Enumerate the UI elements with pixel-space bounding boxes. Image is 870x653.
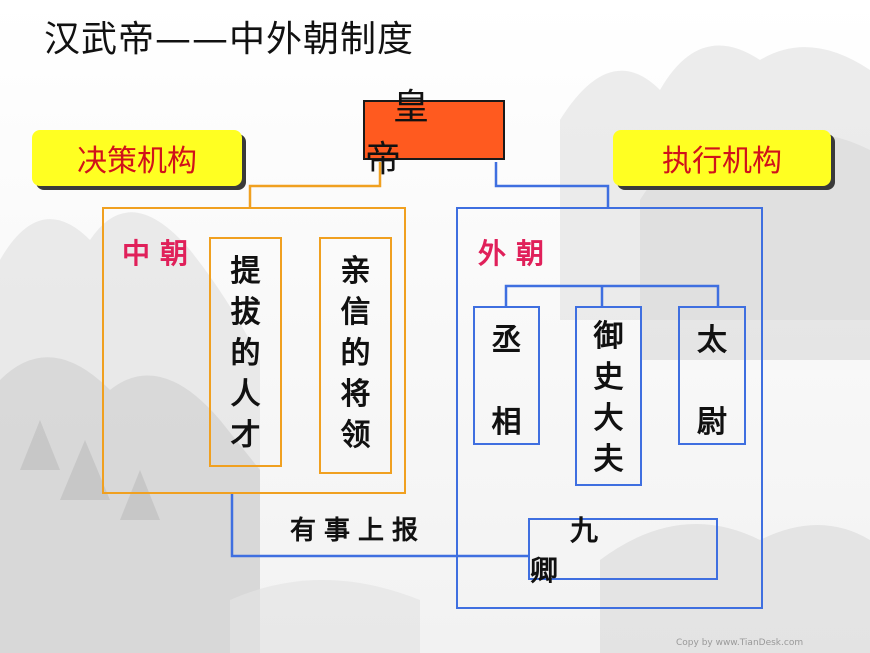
censor-box: 御 史 大 夫 [575,306,642,486]
censor-char: 御 [593,319,624,354]
zhongchao-label: 中朝 [122,237,199,270]
talent-char: 提 [230,254,261,289]
chancellor-char: 丞 [491,323,522,358]
commandant-box: 太 尉 [678,306,746,445]
page-title: 汉武帝——中外朝制度 [44,19,415,60]
emperor-box: 皇 帝 [363,87,505,180]
censor-char: 夫 [593,442,624,477]
watermark: Copy by www.TianDesk.com [676,638,804,648]
talent-char: 的 [230,336,261,371]
emperor-to-zhongchao-line [248,162,382,207]
waichao-label: 外朝 [478,237,555,270]
commandant-char: 太 [697,323,727,358]
chancellor-box: 丞 相 [473,306,540,445]
waichao-branch-line [504,284,720,306]
waichao-box [456,207,763,609]
commandant-char: 尉 [697,405,727,440]
general-char: 信 [340,295,371,330]
talent-char: 拔 [230,295,261,330]
talent-char: 人 [230,377,261,412]
emperor-to-waichao-line [494,162,610,207]
censor-char: 史 [593,360,624,395]
zhongchao-general-box: 亲 信 的 将 领 [319,237,392,474]
zhongchao-box [102,207,406,494]
zhongchao-talent-box: 提 拔 的 人 才 [209,237,282,467]
general-char: 亲 [340,254,371,289]
general-char: 领 [340,418,371,453]
execution-callout: 执行机构 [613,130,831,186]
report-line [230,494,528,558]
censor-char: 大 [593,401,624,436]
report-label: 有事上报 [290,516,427,546]
talent-char: 才 [230,418,261,453]
chancellor-char: 相 [491,405,522,440]
nine-ministers-box: 九 卿 [528,514,718,587]
decision-callout: 决策机构 [32,130,242,186]
general-char: 将 [340,377,371,412]
general-char: 的 [340,336,371,371]
